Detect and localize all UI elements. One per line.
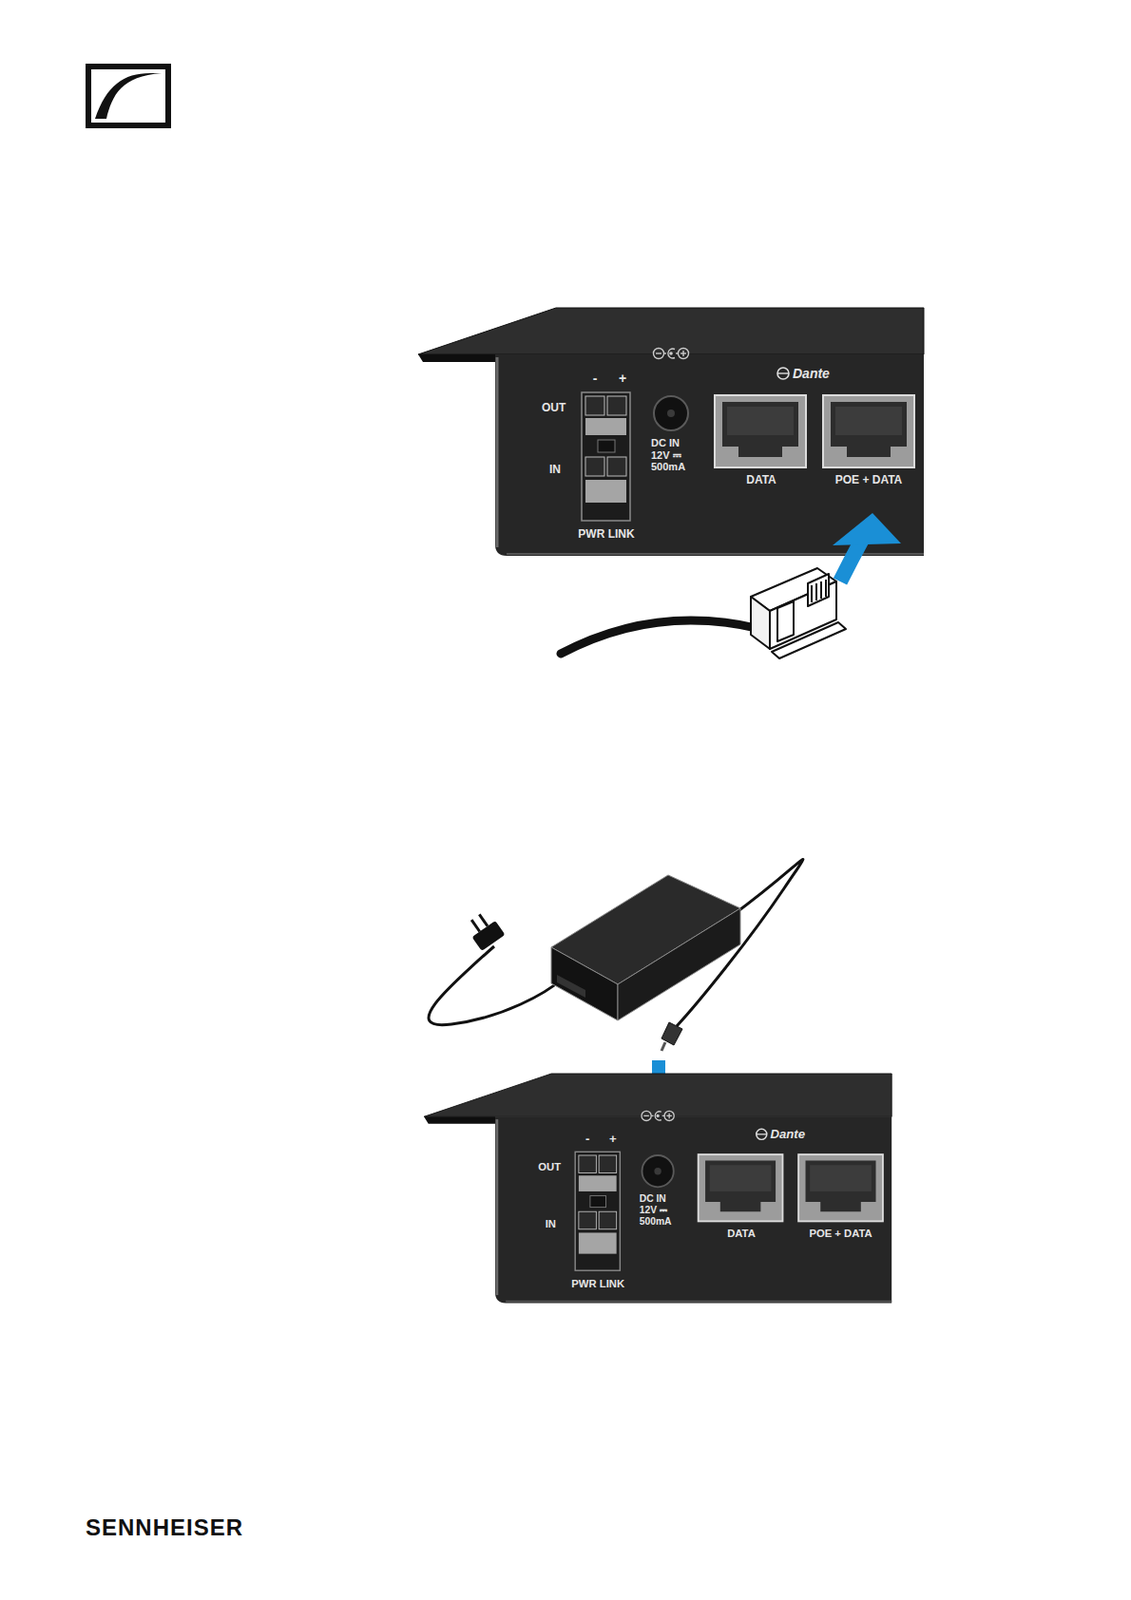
port-label: OUT	[541, 402, 566, 416]
brand-label: Dante	[792, 365, 830, 382]
polarity-sign: -	[585, 1131, 590, 1147]
polarity-sign: -	[593, 370, 598, 386]
rj45-plug	[750, 568, 846, 659]
network-cable	[560, 620, 761, 654]
port-label: IN	[545, 1218, 556, 1231]
brand-logo	[85, 63, 172, 129]
polarity-sign: +	[618, 370, 627, 386]
insert-arrow	[832, 513, 901, 582]
port-label: DATA	[727, 1227, 756, 1241]
port-label: PWR LINK	[577, 528, 634, 542]
power-rating: DC IN 12V ⎓ 500mA	[639, 1193, 684, 1228]
port-label: POE + DATA	[808, 1227, 872, 1241]
device-rear-panel	[418, 307, 924, 556]
power-rating: DC IN 12V ⎓ 500mA	[651, 437, 697, 474]
power-supply	[428, 859, 804, 1052]
port-label: OUT	[537, 1161, 561, 1174]
port-label: IN	[549, 463, 561, 478]
brand-label: Dante	[770, 1127, 806, 1142]
port-label: DATA	[746, 474, 777, 488]
device-rear-panel	[423, 1073, 892, 1304]
port-label: POE + DATA	[835, 474, 903, 488]
port-label: PWR LINK	[571, 1278, 625, 1291]
polarity-sign: +	[609, 1131, 617, 1147]
brand-wordmark: SENNHEISER	[85, 1514, 244, 1542]
